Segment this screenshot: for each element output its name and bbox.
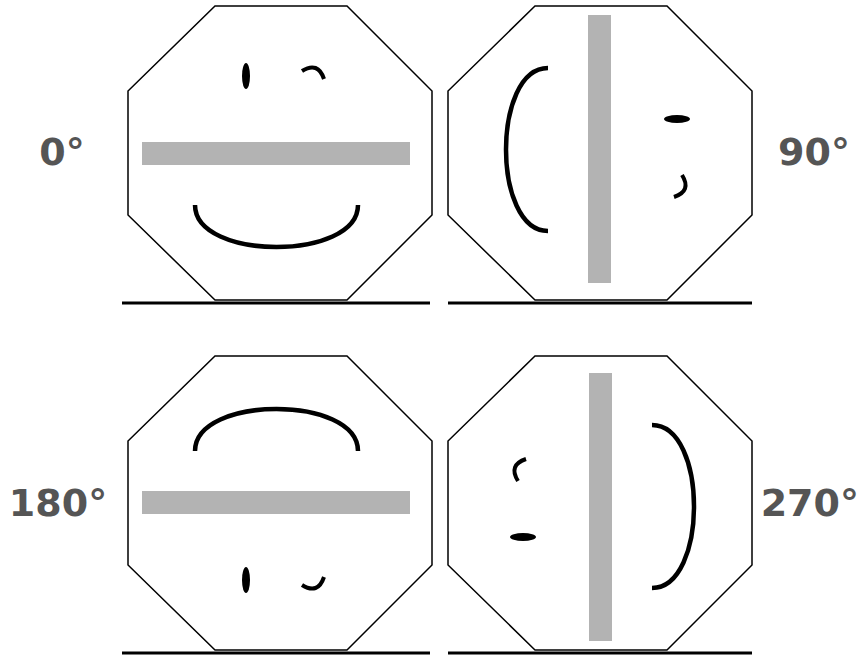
face-panel (448, 6, 752, 303)
face-panel (122, 356, 432, 653)
angle-label: 0° (39, 133, 84, 171)
face-panel (448, 356, 752, 653)
angle-label: 90° (778, 133, 850, 171)
face-panel (122, 6, 432, 303)
angle-label: 270° (761, 484, 859, 522)
angle-label: 180° (9, 484, 107, 522)
